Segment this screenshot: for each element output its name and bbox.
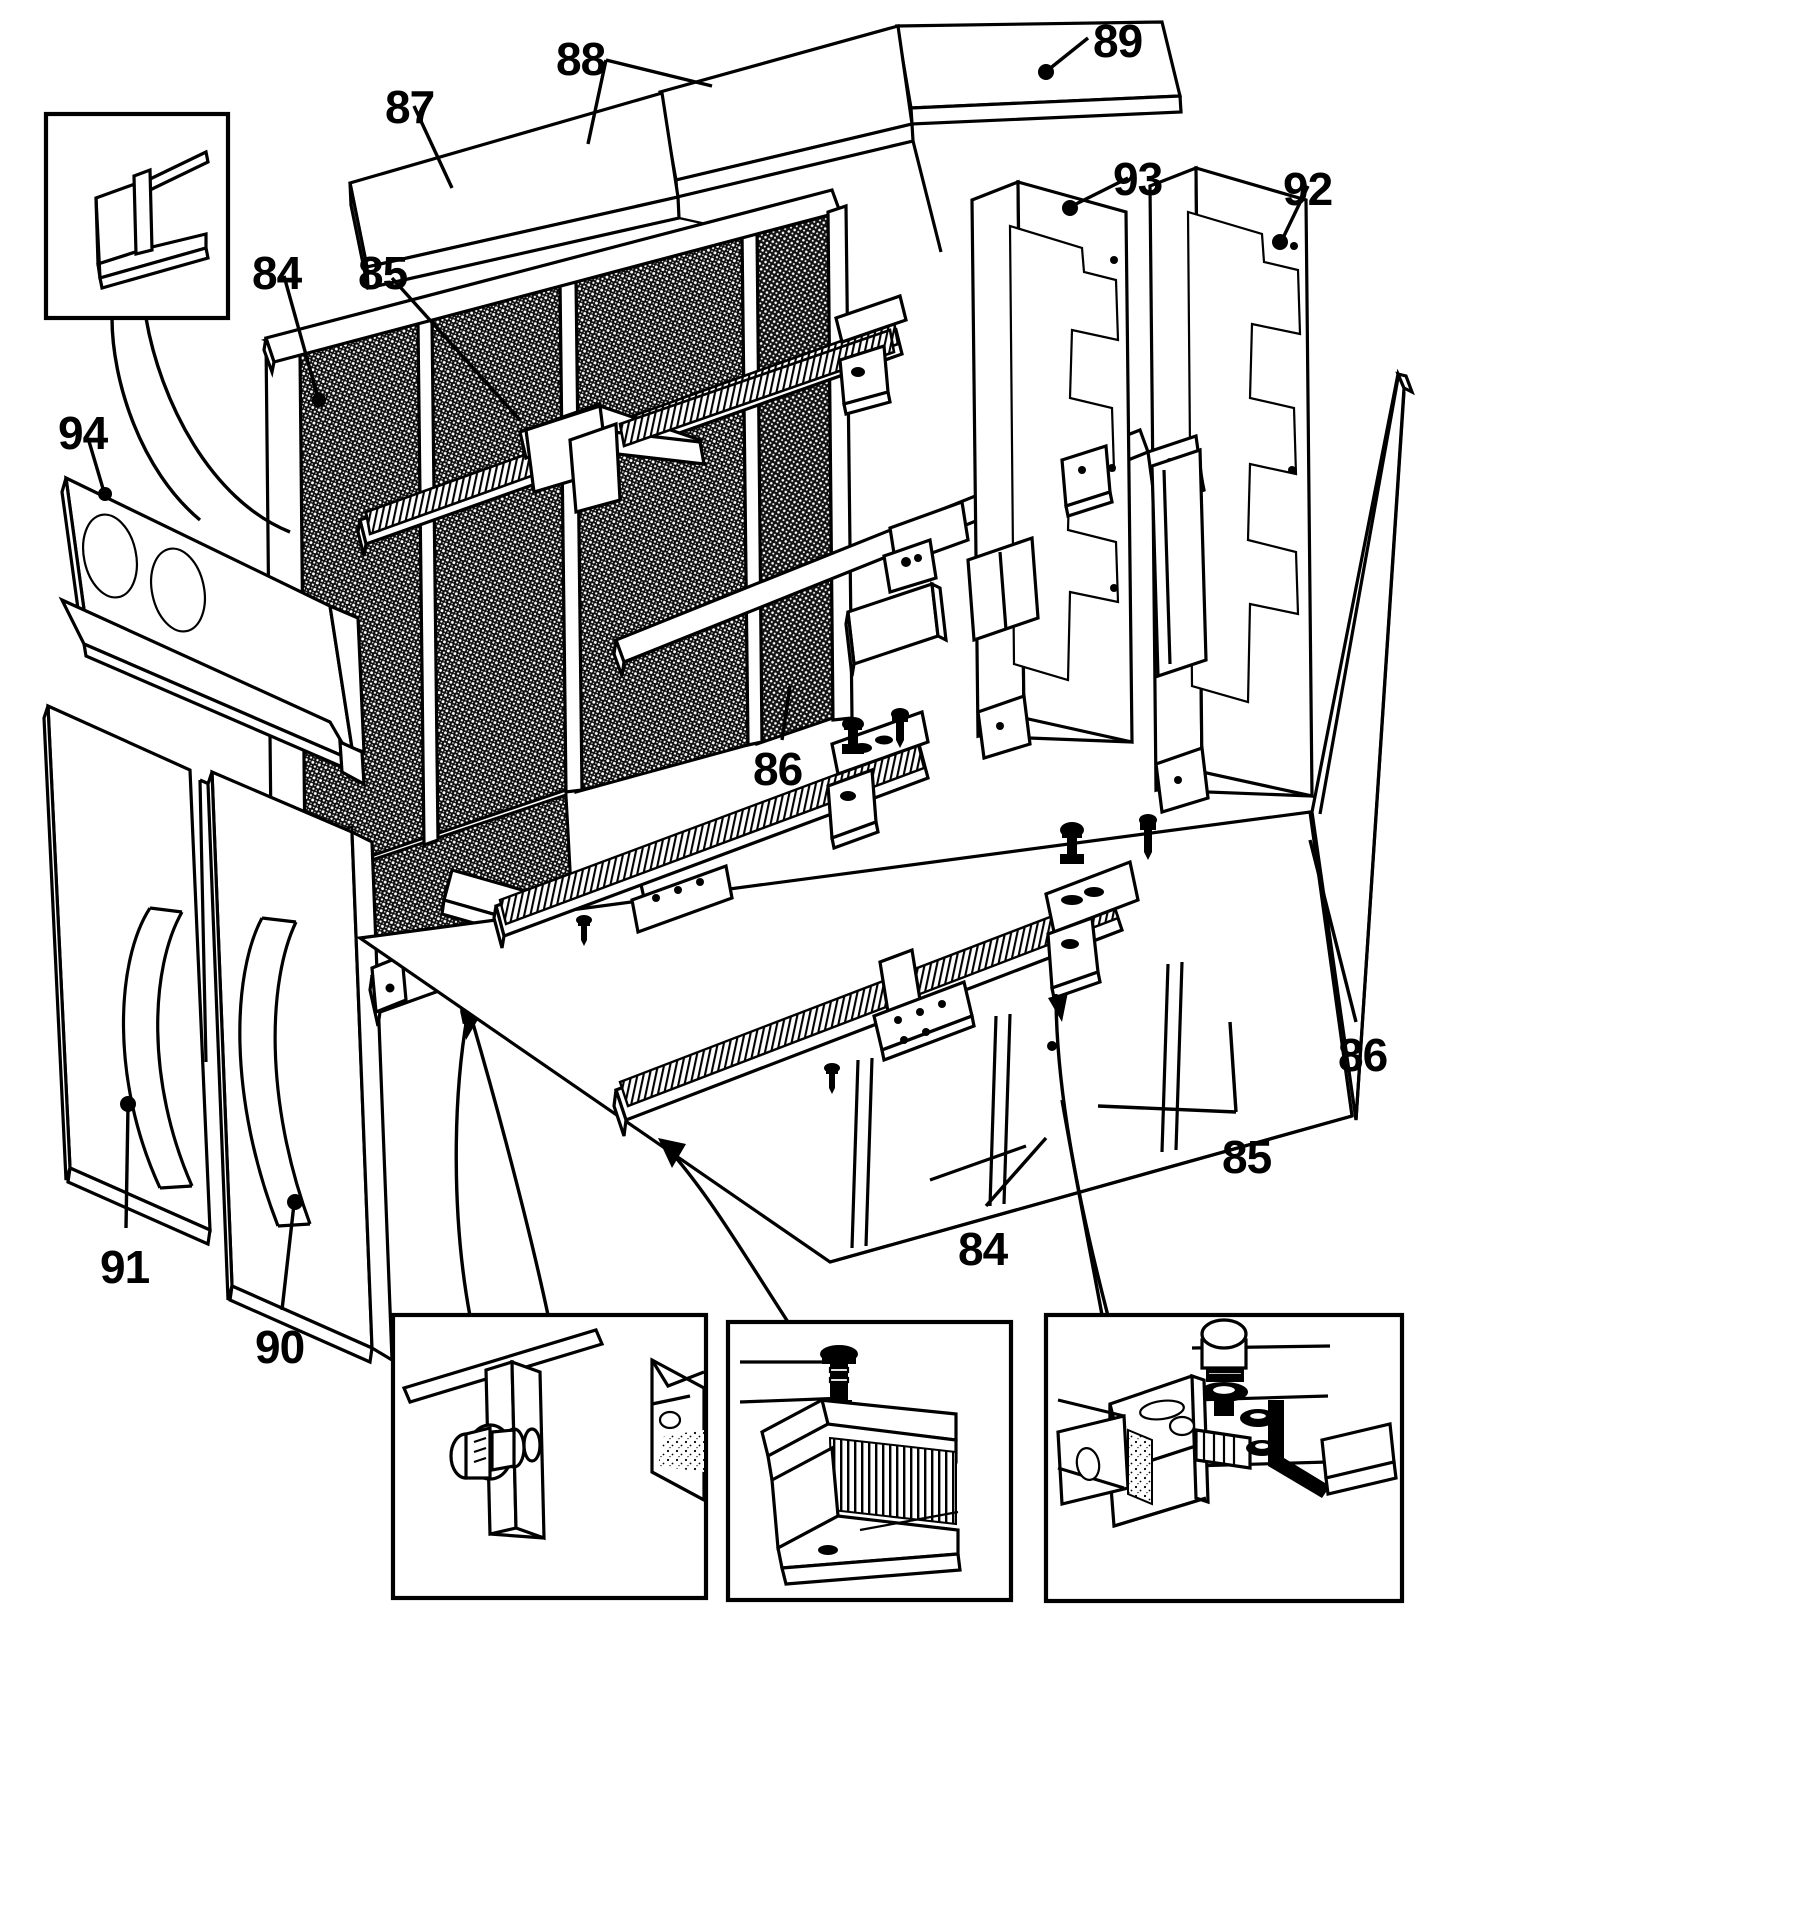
top-panel-group <box>348 20 1183 290</box>
stud-bracket-inset <box>390 1019 709 1601</box>
front-door-panel-90 <box>206 769 394 1365</box>
front-access-panel-91 <box>42 703 244 1247</box>
leader-lines <box>86 36 1358 1311</box>
reference-numeral-86-right: 86 <box>1338 1029 1388 1081</box>
reference-numeral-84-upper: 84 <box>252 247 302 299</box>
clamp-hardware-inset <box>1043 1099 1405 1604</box>
reference-numeral-94: 94 <box>58 407 108 459</box>
reference-numeral-90: 90 <box>255 1321 305 1373</box>
top-panel-left-87 <box>348 90 681 290</box>
mid-perforated-rail-a <box>492 708 930 949</box>
inner-shelf-bracket <box>844 535 1040 677</box>
misc-small-brackets <box>1060 433 1208 679</box>
reference-numeral-91: 91 <box>100 1241 150 1293</box>
upper-cross-rail-assembly <box>356 293 908 557</box>
reference-numeral-93: 93 <box>1113 153 1163 205</box>
screw-rail-inset <box>658 1138 1014 1603</box>
reference-numeral-85-lower: 85 <box>1222 1131 1272 1183</box>
reference-numeral-85-upper: 85 <box>358 247 408 299</box>
channel-bracket-inset <box>43 111 291 534</box>
reference-numeral-87: 87 <box>385 81 435 133</box>
reference-numeral-88-top: 88 <box>556 33 606 85</box>
reference-numeral-89: 89 <box>1093 15 1143 67</box>
reference-numeral-92: 92 <box>1283 163 1333 215</box>
top-panel-middle-88 <box>658 23 915 199</box>
mid-perforated-rail-b <box>612 814 1157 1317</box>
reference-numeral-86-center: 86 <box>753 743 803 795</box>
left-upper-panel-94 <box>58 475 366 787</box>
reference-numeral-84-lower: 84 <box>958 1223 1008 1275</box>
